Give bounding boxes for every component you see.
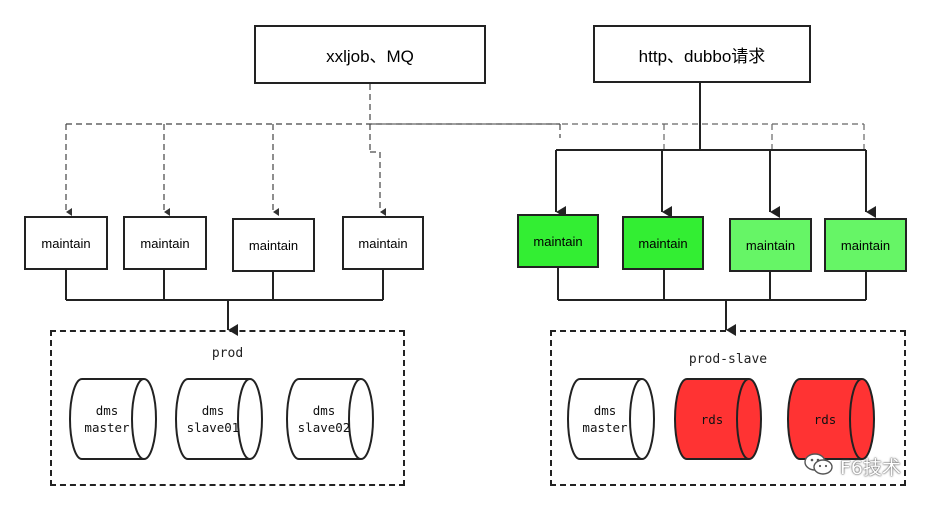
db-label-line2: slave02 <box>297 420 351 435</box>
db-label-line1: dms <box>95 403 119 418</box>
cylinder-shape <box>787 378 875 460</box>
db-cylinder: dms slave02 <box>285 377 375 461</box>
maintain-label: maintain <box>533 233 583 249</box>
source-label-left: xxljob、MQ <box>326 47 414 66</box>
maintain-label: maintain <box>745 237 796 253</box>
db-label-line1: dms <box>201 403 225 418</box>
cylinder-shape <box>567 378 655 460</box>
db-cylinder: dms slave01 <box>174 377 264 461</box>
db-label: rds <box>786 377 864 461</box>
db-label-line1: dms <box>312 403 336 418</box>
cylinder-shape <box>674 378 762 460</box>
db-label-line1: rds <box>700 411 724 427</box>
db-cylinder: dms master <box>566 377 656 461</box>
prod-slave-group-label: prod-slave <box>688 352 768 367</box>
prod-slave-group: prod-slave <box>550 330 906 486</box>
db-label-line2: master <box>582 420 628 435</box>
right-dashed-connectors <box>372 123 865 150</box>
maintain-node-right-4: maintain <box>824 218 907 272</box>
maintain-label: maintain <box>840 237 891 253</box>
db-cylinder-red: rds <box>786 377 876 461</box>
maintain-node-left-2: maintain <box>123 216 207 270</box>
prod-group: prod <box>50 330 405 486</box>
db-cylinder-red: rds <box>673 377 763 461</box>
maintain-label: maintain <box>638 235 688 251</box>
db-label-line2: master <box>84 420 130 435</box>
db-label-line2: slave01 <box>186 420 240 435</box>
maintain-node-right-1: maintain <box>517 214 599 268</box>
maintain-node-left-3: maintain <box>232 218 315 272</box>
maintain-node-right-3: maintain <box>729 218 812 272</box>
db-label: dms master <box>566 377 644 461</box>
db-label: dms master <box>68 377 146 461</box>
prod-group-label: prod <box>211 346 244 361</box>
right-solid-connectors <box>555 83 876 218</box>
maintain-node-right-2: maintain <box>622 216 704 270</box>
cylinder-shape <box>175 378 263 460</box>
maintain-label: maintain <box>140 235 190 251</box>
db-label: dms slave01 <box>174 377 252 461</box>
left-dashed-connectors <box>65 84 561 216</box>
watermark: F6技术 <box>804 452 901 481</box>
db-label-line1: rds <box>813 411 837 427</box>
left-merge-connectors <box>65 270 384 336</box>
db-label-line1: dms <box>593 403 617 418</box>
maintain-label: maintain <box>358 235 408 251</box>
maintain-label: maintain <box>41 235 91 251</box>
watermark-text: F6技术 <box>839 457 901 479</box>
maintain-node-left-4: maintain <box>342 216 424 270</box>
db-label: dms slave02 <box>285 377 363 461</box>
wechat-icon <box>804 452 834 481</box>
cylinder-shape <box>69 378 157 460</box>
maintain-node-left-1: maintain <box>24 216 108 270</box>
db-cylinder: dms master <box>68 377 158 461</box>
db-label: rds <box>673 377 751 461</box>
source-box-xxljob-mq: xxljob、MQ <box>254 25 486 84</box>
right-merge-connectors <box>557 268 867 336</box>
source-box-http-dubbo: http、dubbo请求 <box>593 25 811 83</box>
source-label-right: http、dubbo请求 <box>638 46 766 66</box>
cylinder-shape <box>286 378 374 460</box>
maintain-label: maintain <box>248 237 299 253</box>
